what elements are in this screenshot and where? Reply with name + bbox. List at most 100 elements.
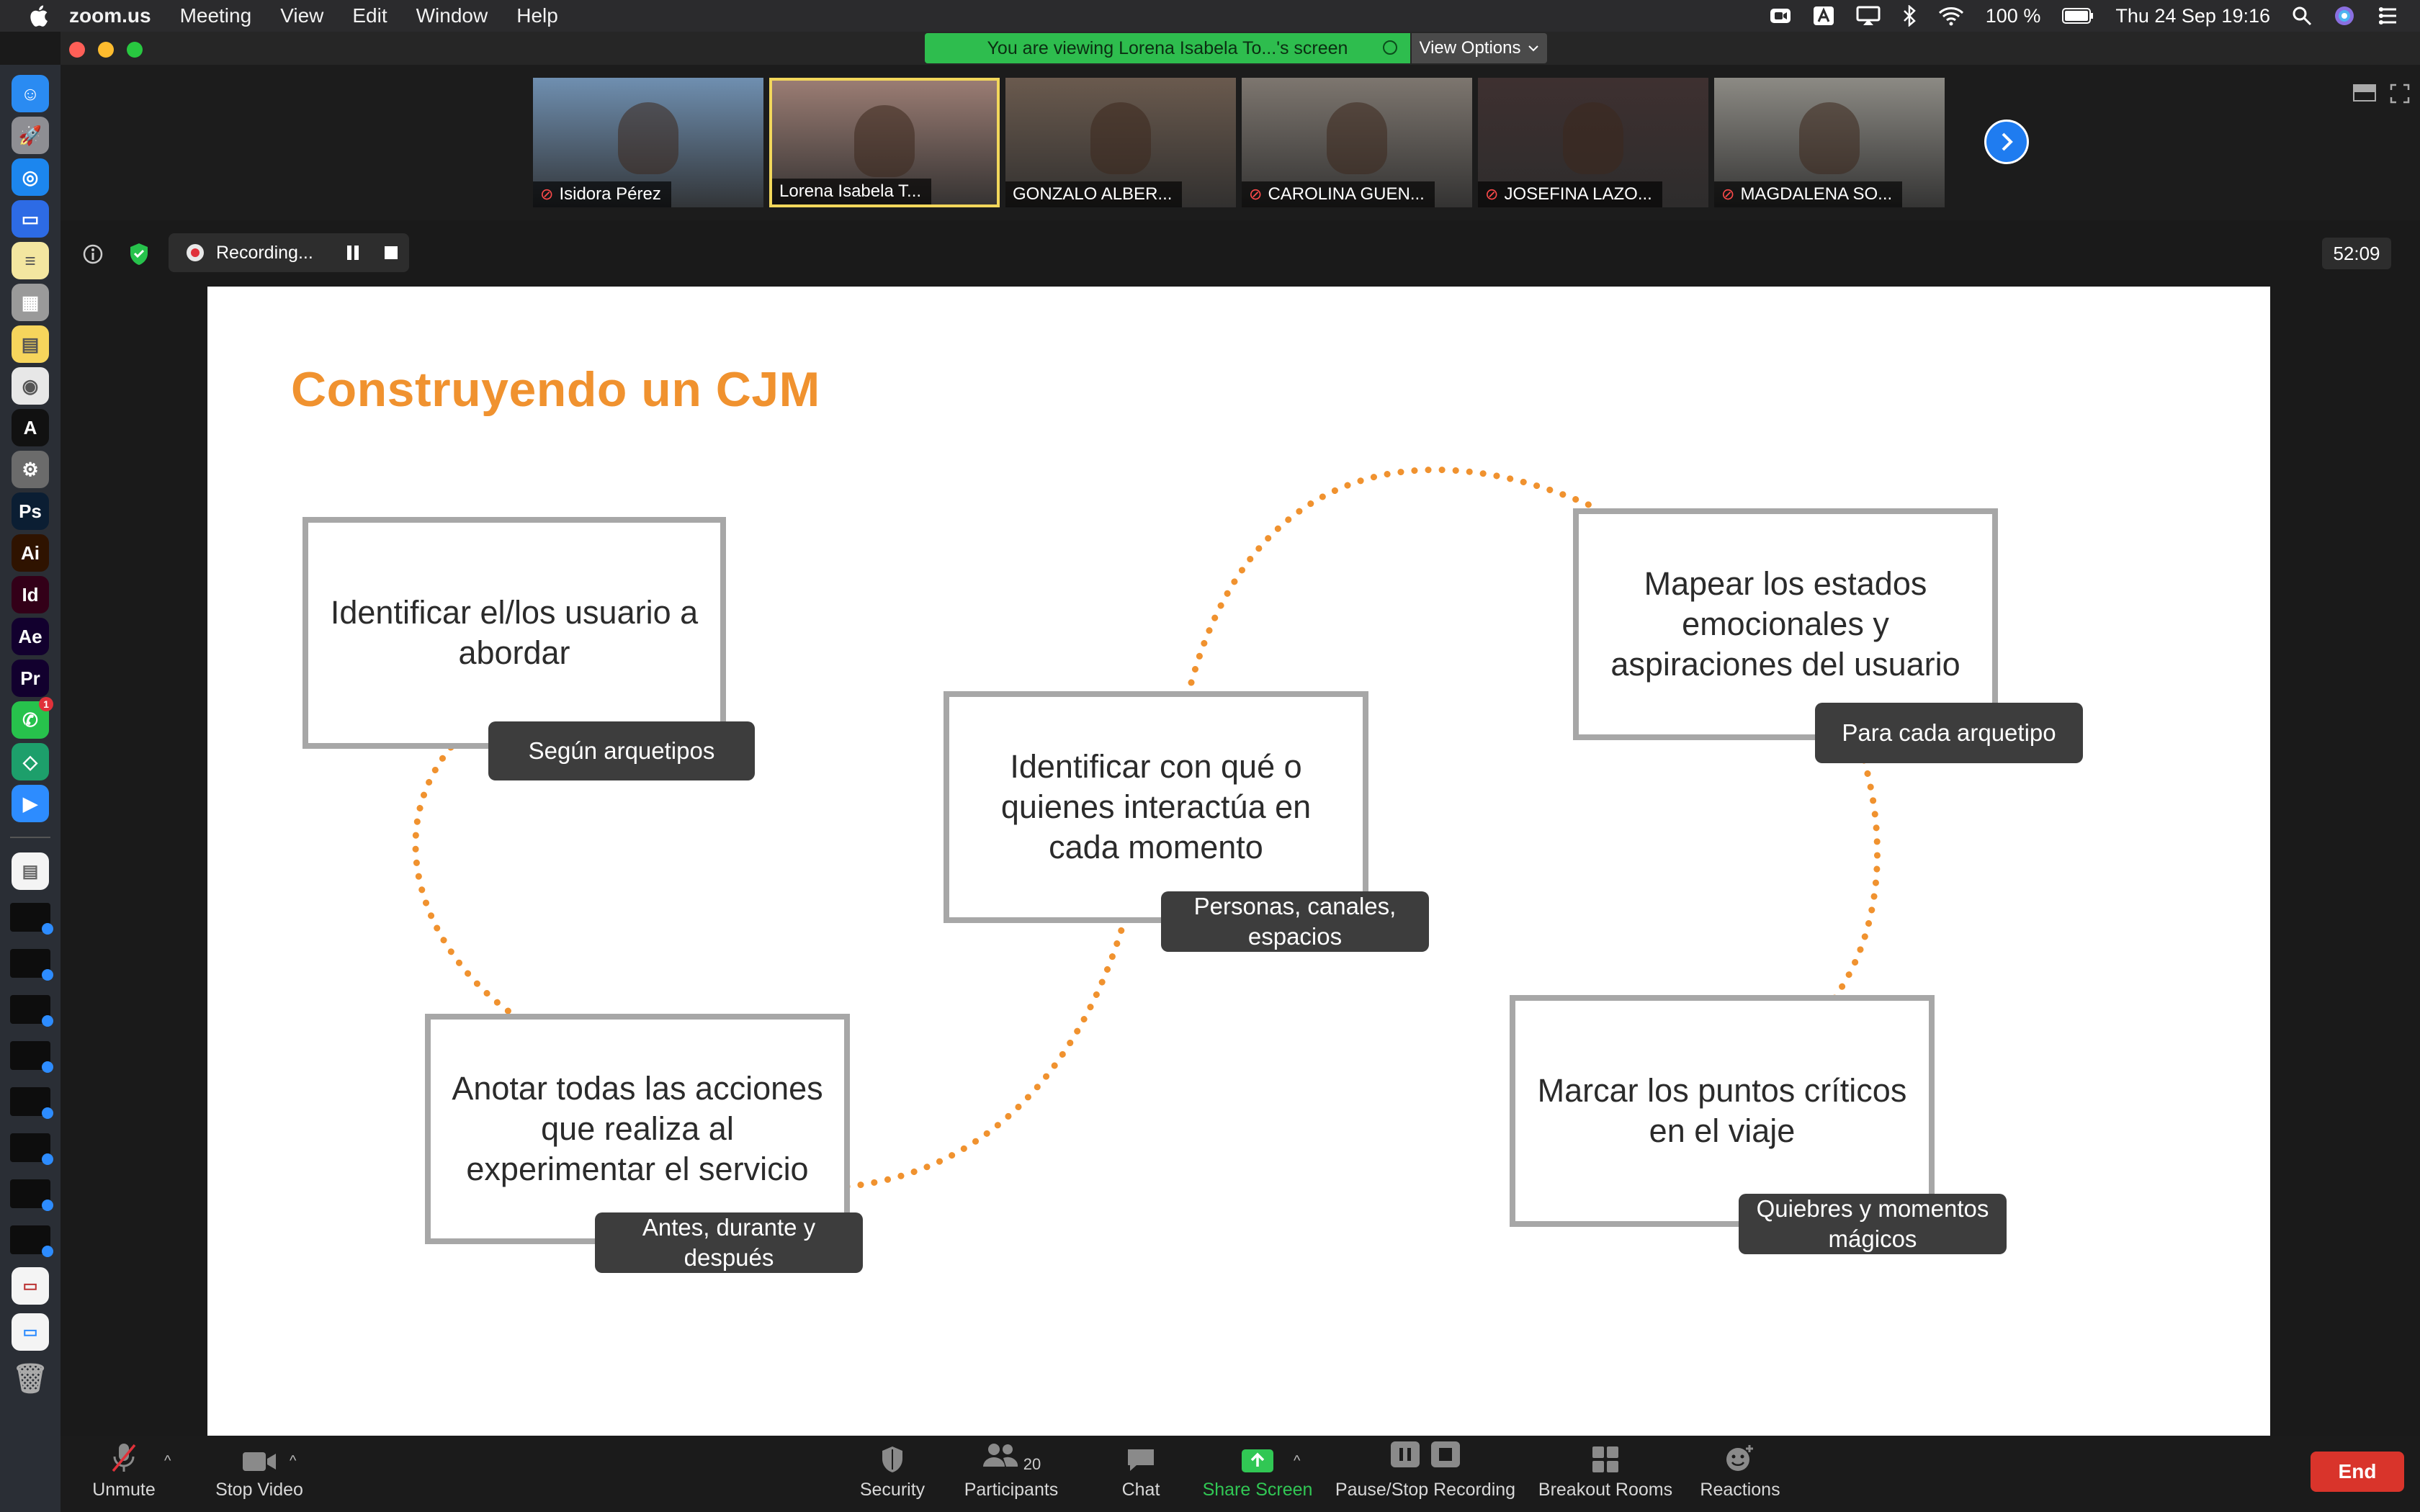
participants-button[interactable]: 20 Participants	[954, 1441, 1069, 1508]
launchpad-icon[interactable]: 🚀	[12, 117, 49, 154]
step-text: Marcar los puntos críticos en el viaje	[1537, 1072, 1907, 1149]
video-options-caret-icon[interactable]: ^	[290, 1453, 297, 1469]
close-window-button[interactable]	[69, 42, 85, 58]
bluetooth-icon[interactable]	[1902, 5, 1917, 27]
participant-tile[interactable]: GONZALO ALBER...	[1005, 78, 1236, 207]
menu-window[interactable]: Window	[416, 4, 488, 27]
wifi-icon[interactable]	[1938, 6, 1964, 26]
zoom-document-icon[interactable]: ▭	[12, 1313, 49, 1351]
control-center-icon[interactable]	[2377, 6, 2398, 25]
trash-icon[interactable]: 🗑	[12, 1362, 49, 1395]
photoshop-icon[interactable]: Ps	[12, 492, 49, 530]
view-options-button[interactable]: View Options	[1412, 33, 1547, 63]
participant-video-figure	[1563, 102, 1623, 174]
journey-path-segment	[412, 744, 514, 1016]
muted-mic-icon: ⊘	[540, 185, 554, 203]
share-screen-button[interactable]: Share Screen	[1193, 1441, 1322, 1508]
participant-video-figure	[854, 105, 915, 177]
step-note-text: Personas, canales, espacios	[1193, 893, 1397, 950]
zoom-status-icon[interactable]	[1770, 6, 1791, 25]
participants-count: 20	[1023, 1455, 1041, 1473]
chat-button[interactable]: Chat	[1098, 1441, 1184, 1508]
system-preferences-icon[interactable]: ⚙	[12, 451, 49, 488]
step-box-identify-interactions: Identificar con qué o quienes interactúa…	[944, 691, 1368, 923]
calculator-icon[interactable]: ▦	[12, 284, 49, 321]
chrome-icon[interactable]: ◉	[12, 367, 49, 405]
minimize-window-button[interactable]	[98, 42, 114, 58]
menu-view[interactable]: View	[280, 4, 324, 27]
document-icon[interactable]: ▤	[12, 852, 49, 890]
security-button[interactable]: Security	[846, 1441, 939, 1508]
stickies-icon[interactable]: ▤	[12, 325, 49, 363]
siri-icon[interactable]	[2334, 5, 2355, 27]
premiere-icon[interactable]: Pr	[12, 660, 49, 697]
record-icon	[187, 244, 204, 261]
app-menu[interactable]: zoom.us	[69, 4, 151, 27]
participant-tile[interactable]: ⊘JOSEFINA LAZO...	[1478, 78, 1708, 207]
minimized-window[interactable]	[10, 1179, 53, 1211]
menu-help[interactable]: Help	[516, 4, 558, 27]
acrobat-icon[interactable]: A	[12, 409, 49, 446]
participants-label: Participants	[964, 1480, 1059, 1500]
zoom-window-button[interactable]	[127, 42, 143, 58]
minimized-window[interactable]	[10, 995, 53, 1027]
apple-menu-icon[interactable]	[27, 4, 49, 28]
menu-edit[interactable]: Edit	[352, 4, 387, 27]
menu-bar: zoom.us Meeting View Edit Window Help 10…	[0, 0, 2420, 32]
minimized-window[interactable]	[10, 903, 53, 935]
reactions-button[interactable]: Reactions	[1690, 1441, 1791, 1508]
participant-tile[interactable]: Lorena Isabela T...	[769, 78, 1000, 207]
minimized-window[interactable]	[10, 949, 53, 981]
safari-icon[interactable]: ◎	[12, 158, 49, 196]
after-effects-icon[interactable]: Ae	[12, 618, 49, 655]
participant-name-tag: ⊘MAGDALENA SO...	[1714, 181, 1903, 207]
banner-status-icon	[1383, 40, 1397, 55]
chat-label: Chat	[1121, 1480, 1160, 1500]
airplay-icon[interactable]	[1856, 6, 1881, 26]
meeting-info-icon[interactable]	[82, 243, 104, 265]
battery-icon[interactable]	[2062, 7, 2094, 24]
stop-video-button[interactable]: Stop Video	[202, 1441, 317, 1508]
unmute-button[interactable]: Unmute	[81, 1441, 167, 1508]
end-meeting-button[interactable]: End	[2311, 1452, 2404, 1492]
shared-screen-slide: Construyendo un CJM Identificar el/los u…	[207, 287, 2270, 1436]
sketchup-icon[interactable]: ◇	[12, 743, 49, 780]
participants-icon-wrap: 20	[982, 1442, 1041, 1474]
font-panel-icon[interactable]	[1813, 6, 1834, 26]
minimized-window[interactable]	[10, 1087, 53, 1119]
slide-title: Construyendo un CJM	[291, 362, 820, 417]
menu-meeting[interactable]: Meeting	[179, 4, 252, 27]
minimized-window[interactable]	[10, 1225, 53, 1257]
muted-mic-icon: ⊘	[1721, 185, 1735, 203]
fullscreen-icon[interactable]	[2390, 84, 2410, 104]
minimized-window[interactable]	[10, 1133, 53, 1165]
keynote-icon[interactable]: ▭	[12, 200, 49, 238]
participant-tile[interactable]: ⊘Isidora Pérez	[533, 78, 763, 207]
end-label: End	[2338, 1460, 2377, 1482]
menubar-clock[interactable]: Thu 24 Sep 19:16	[2115, 4, 2270, 27]
zoom-icon[interactable]: ▶	[12, 785, 49, 822]
participant-video-figure	[1327, 102, 1387, 174]
illustrator-icon[interactable]: Ai	[12, 534, 49, 572]
notes-icon[interactable]: ≡	[12, 242, 49, 279]
minimized-window[interactable]	[10, 1041, 53, 1073]
breakout-rooms-button[interactable]: Breakout Rooms	[1530, 1441, 1681, 1508]
finder-icon[interactable]: ☺	[12, 75, 49, 112]
stop-recording-icon[interactable]	[384, 246, 398, 260]
gallery-layout-icon[interactable]	[2352, 84, 2377, 102]
pdf-document-icon[interactable]: ▭	[12, 1267, 49, 1305]
encryption-shield-icon[interactable]	[128, 242, 150, 266]
participant-tile[interactable]: ⊘MAGDALENA SO...	[1714, 78, 1945, 207]
participant-tile[interactable]: ⊘CAROLINA GUEN...	[1242, 78, 1472, 207]
muted-mic-icon: ⊘	[1249, 185, 1263, 203]
pause-recording-icon[interactable]	[346, 245, 359, 261]
audio-options-caret-icon[interactable]: ^	[164, 1453, 171, 1469]
gallery-next-button[interactable]	[1984, 120, 2029, 164]
share-options-caret-icon[interactable]: ^	[1294, 1453, 1301, 1469]
participant-name-tag: ⊘JOSEFINA LAZO...	[1478, 181, 1662, 207]
pause-stop-recording-button[interactable]: Pause/Stop Recording	[1328, 1441, 1523, 1508]
indesign-icon[interactable]: Id	[12, 576, 49, 613]
spotlight-search-icon[interactable]	[2292, 6, 2312, 26]
whatsapp-icon[interactable]: ✆1	[12, 697, 53, 739]
